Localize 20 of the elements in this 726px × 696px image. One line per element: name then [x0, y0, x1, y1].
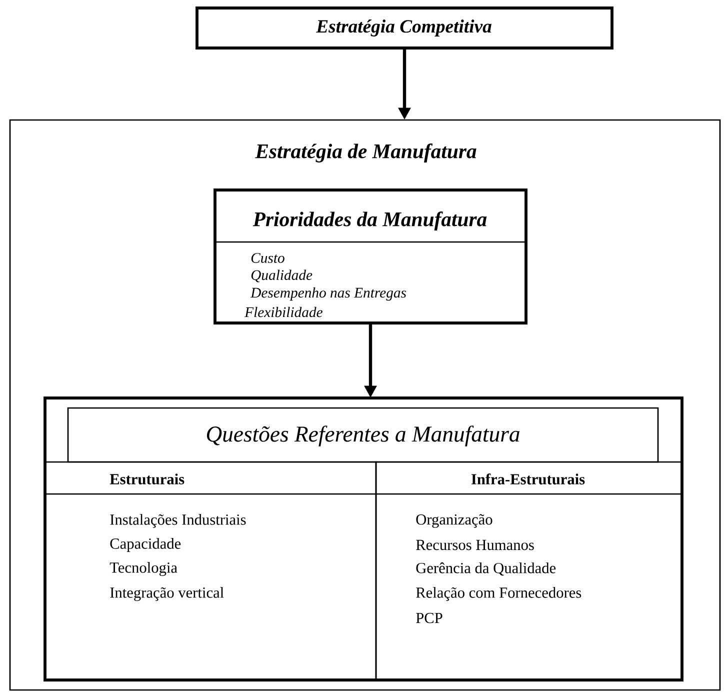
column-heading: Estruturais — [110, 474, 184, 484]
list-item: Organização — [416, 514, 492, 528]
list-item: Relação com Fornecedores — [416, 587, 582, 601]
panel-title: Estratégia de Manufatura — [255, 144, 476, 162]
box-title: Estratégia Competitiva — [316, 20, 492, 36]
box-frame — [44, 396, 684, 682]
list-item: Gerência da Qualidade — [416, 562, 556, 576]
list-item: Custo — [251, 253, 284, 263]
box-title: Questões Referentes a Manufatura — [206, 426, 520, 446]
list-item: Capacidade — [110, 538, 181, 552]
list-item: Desempenho nas Entregas — [250, 287, 406, 301]
box-title: Prioridades da Manufatura — [252, 212, 487, 230]
list-item: Qualidade — [251, 270, 312, 282]
list-item: Flexibilidade — [244, 306, 322, 318]
list-item: Integração vertical — [110, 587, 224, 601]
column-heading: Infra-Estruturais — [471, 474, 585, 484]
list-item: Tecnologia — [110, 562, 178, 576]
list-item: PCP — [416, 612, 442, 624]
list-item: Instalações Industriais — [110, 514, 246, 528]
list-item: Recursos Humanos — [416, 540, 534, 550]
